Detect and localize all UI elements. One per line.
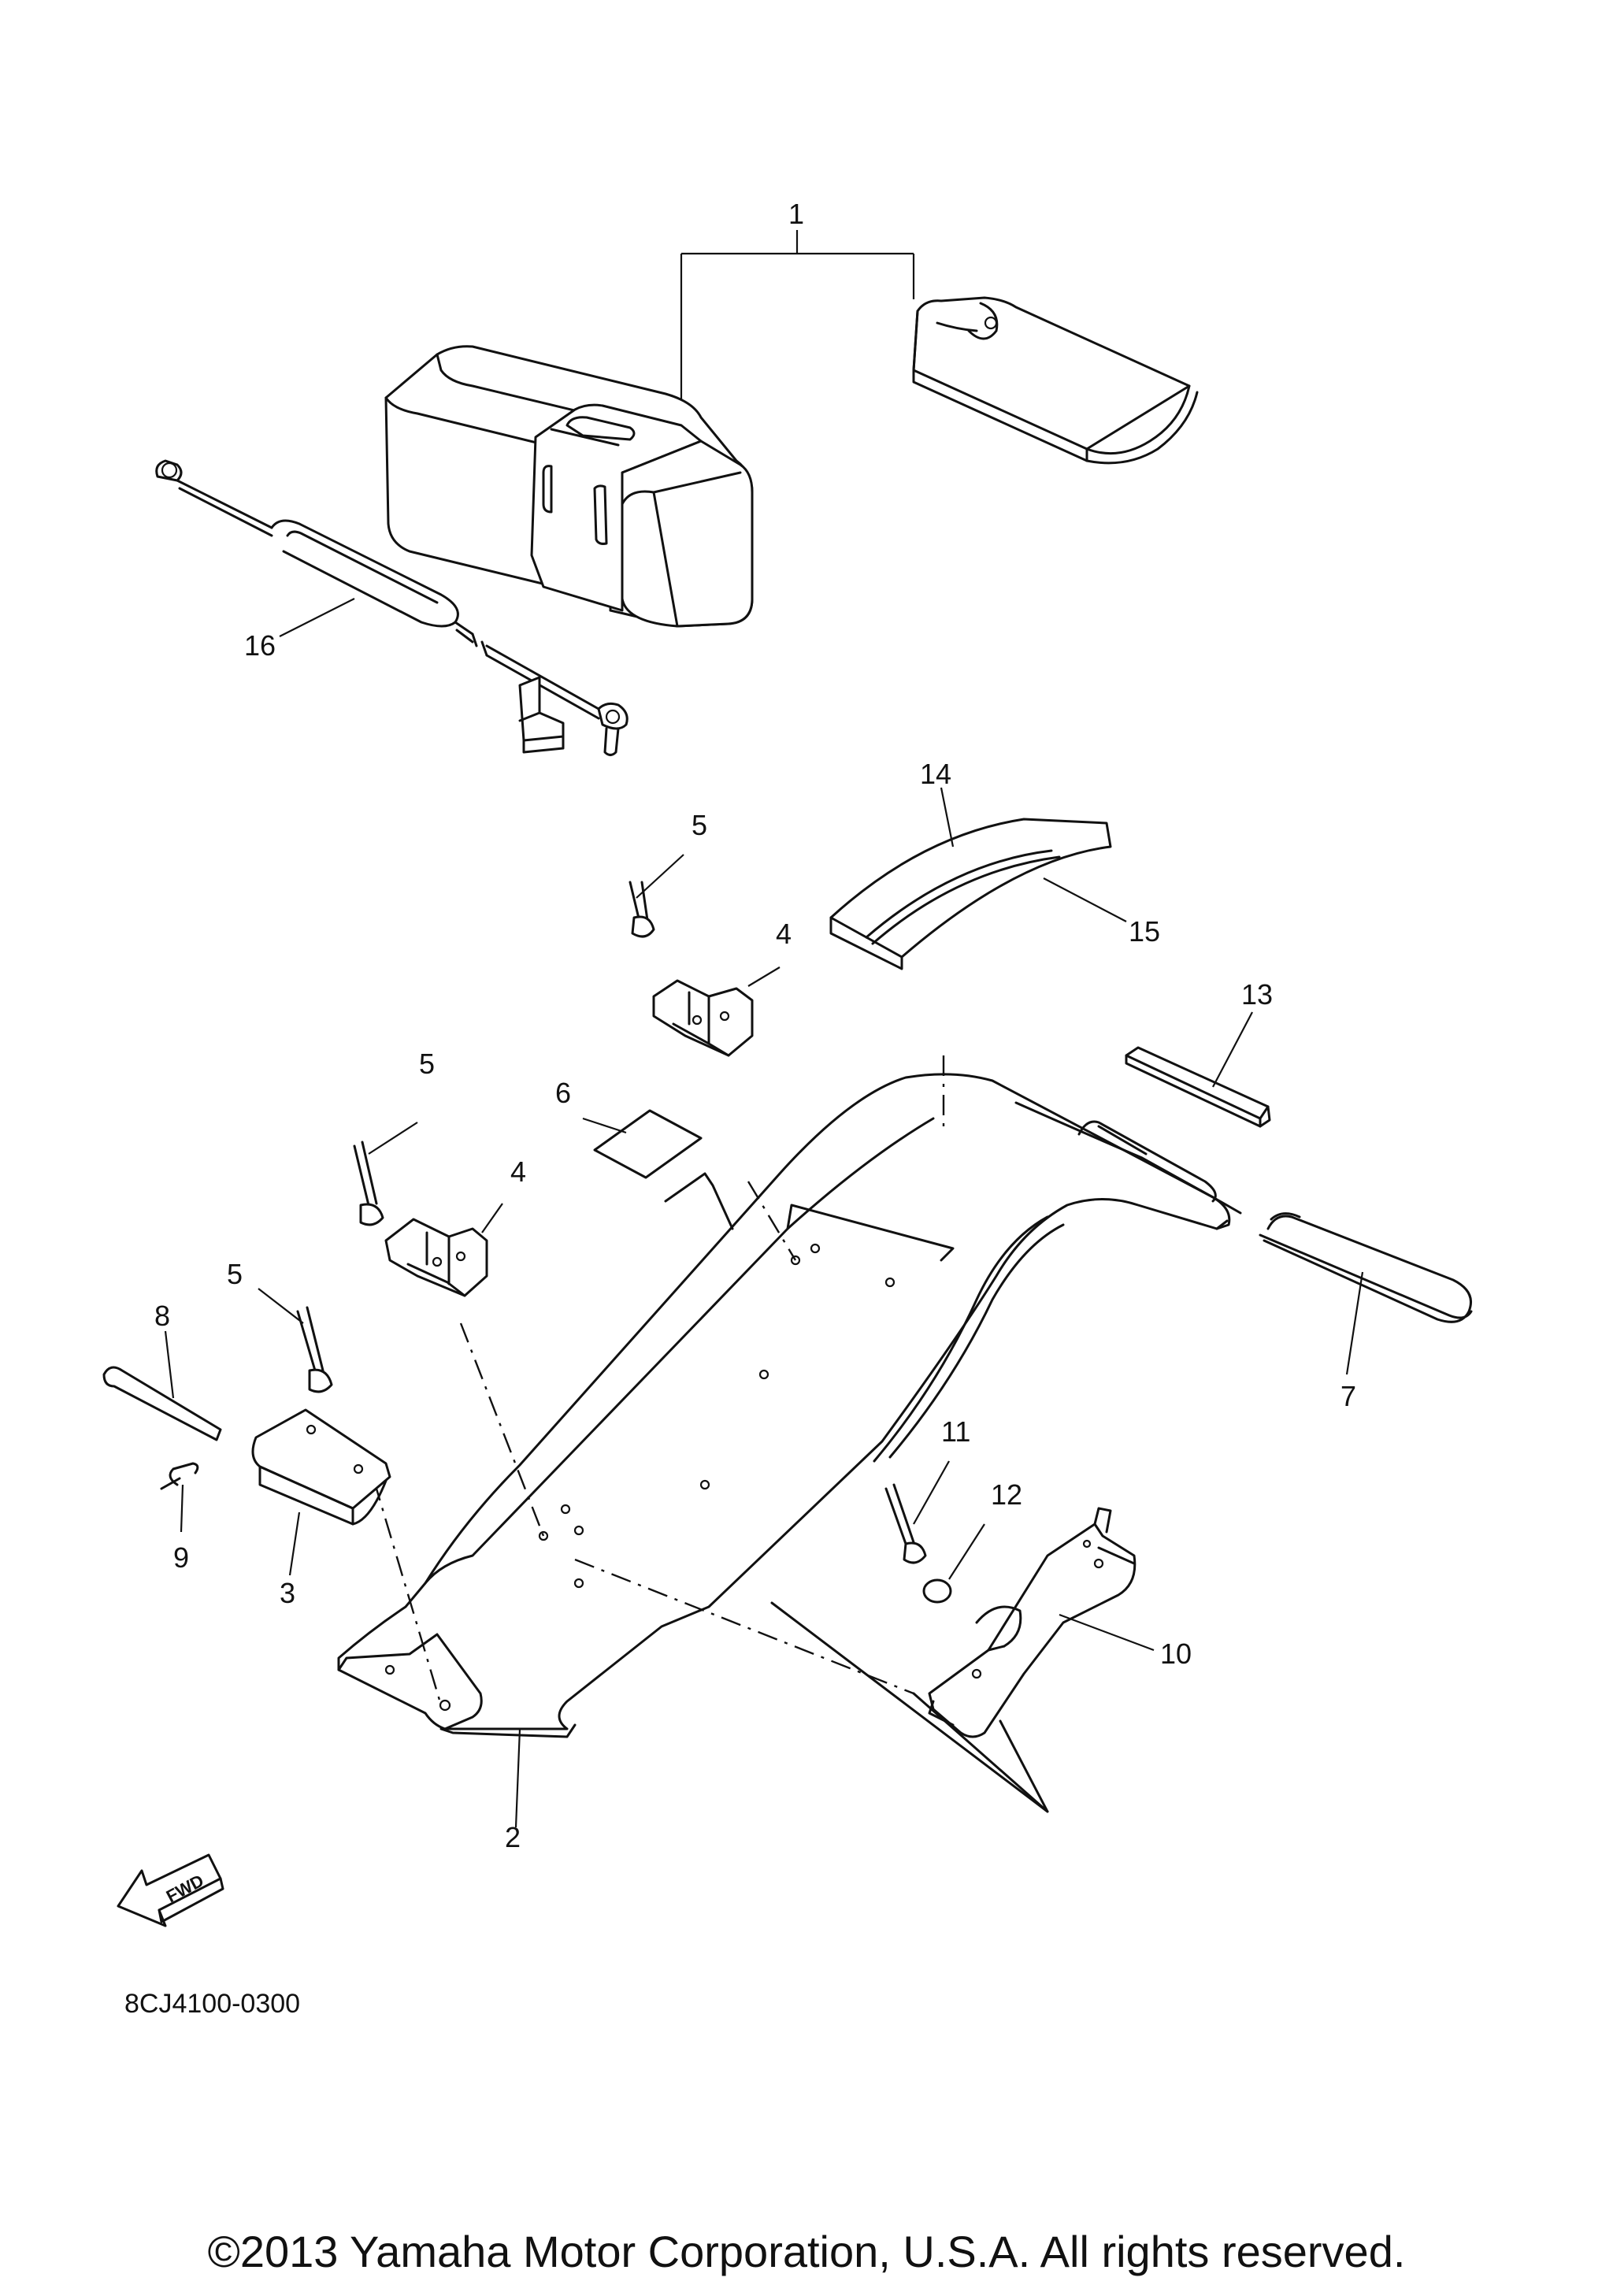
part-grommet[interactable]	[922, 1523, 985, 1604]
part-hinge-bracket[interactable]	[251, 1408, 391, 1576]
copyright-notice: ©2013 Yamaha Motor Corporation, U.S.A. A…	[208, 2227, 1406, 2276]
callout-14: 14	[920, 758, 951, 790]
fwd-arrow-icon: FWD	[117, 1853, 224, 1927]
callout-5-lower: 5	[227, 1258, 243, 1290]
part-rivet-lower[interactable]	[258, 1288, 333, 1393]
part-cable-assembly[interactable]	[155, 459, 629, 756]
part-pad[interactable]	[829, 787, 1127, 970]
callout-11: 11	[941, 1415, 970, 1448]
callout-2: 2	[505, 1821, 521, 1853]
part-rivet-small[interactable]	[884, 1460, 950, 1564]
callout-8: 8	[154, 1300, 170, 1332]
callout-4-upper: 4	[776, 918, 792, 950]
callout-10: 10	[1160, 1638, 1192, 1670]
callout-4-lower: 4	[510, 1155, 526, 1188]
part-cotter-pin[interactable]	[160, 1462, 199, 1533]
callout-9: 9	[173, 1541, 189, 1574]
part-rivet-middle[interactable]	[353, 1122, 418, 1226]
part-tool-bag-case[interactable]	[384, 230, 915, 628]
part-tool-pouch[interactable]	[912, 296, 1199, 465]
callout-3: 3	[280, 1577, 295, 1609]
part-rod-handle[interactable]	[1259, 1212, 1473, 1375]
callout-12: 12	[991, 1478, 1022, 1511]
part-rivet-upper[interactable]	[629, 854, 684, 938]
callout-13: 13	[1241, 978, 1273, 1011]
part-damper-strip[interactable]	[1125, 1011, 1271, 1128]
callout-7: 7	[1340, 1380, 1356, 1412]
callout-16: 16	[244, 629, 276, 662]
part-hinge-pin[interactable]	[102, 1330, 222, 1441]
part-label-plate[interactable]	[582, 1109, 734, 1230]
diagram-code: 8CJ4100-0300	[124, 1989, 300, 2019]
part-mounting-bracket-upper[interactable]	[652, 966, 781, 1057]
callout-labels: 1 16 14 15 5 4 13 5 6 4 5 8 7 11 12 9 3 …	[154, 198, 1356, 1853]
callout-15: 15	[1129, 915, 1160, 948]
callout-5-middle: 5	[419, 1048, 435, 1080]
callout-5-top: 5	[692, 809, 707, 841]
callout-1: 1	[788, 198, 804, 230]
part-mounting-bracket-lower[interactable]	[384, 1203, 503, 1297]
part-rear-fender-flap[interactable]	[337, 1055, 1242, 1828]
part-holder-bracket[interactable]	[928, 1507, 1155, 1738]
callout-6: 6	[555, 1077, 571, 1109]
